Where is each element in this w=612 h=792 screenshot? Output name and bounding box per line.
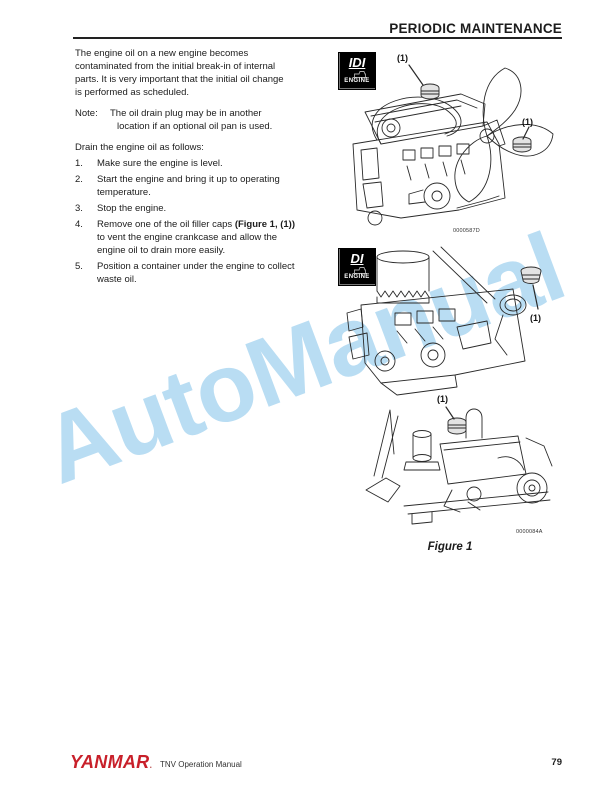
idi-badge-engine-label: ENGINE [344, 78, 370, 84]
step-number: 5. [75, 261, 83, 272]
list-item: 4. Remove one of the oil filler caps (Fi… [75, 218, 343, 257]
step-number: 1. [75, 158, 83, 169]
di-engine-badge: DI ENGINE [338, 248, 376, 286]
idi-engine-badge: IDI ENGINE [338, 52, 376, 90]
intro-text: Drain the engine oil as follows: [75, 142, 204, 153]
note-line: location if an optional oil pan is used. [117, 121, 273, 132]
figure-code: 0000587D [453, 228, 480, 234]
step-text-line: Position a container under the engine to… [97, 261, 295, 272]
idi-engine-figure [352, 64, 554, 226]
yanmar-logo: YANMAR. [70, 752, 152, 773]
header-divider [73, 37, 562, 39]
step-text-line: Remove one of the oil filler caps (Figur… [97, 218, 343, 231]
di-badge-label: DI [350, 251, 364, 266]
engine-icon [353, 71, 367, 78]
step-text-line: Make sure the engine is level. [97, 158, 223, 169]
step-text-line: waste oil. [97, 274, 137, 285]
steps-list: 1. Make sure the engine is level. 2. Sta… [75, 157, 343, 286]
note-line: The oil drain plug may be in another [110, 108, 262, 119]
step-text-segment: Remove one of the oil filler caps [97, 219, 235, 230]
paragraph-line: contaminated from the initial break-in o… [75, 61, 276, 72]
figure-code: 0000084A [516, 529, 543, 535]
page-number: 79 [551, 757, 562, 768]
yanmar-logo-text: YANMAR [70, 752, 150, 772]
step-text-line: engine oil to drain more easily. [97, 245, 226, 256]
list-item: 2. Start the engine and bring it up to o… [75, 173, 343, 199]
callout-label: (1) [397, 53, 408, 63]
note-block: Note: The oil drain plug may be in anoth… [75, 107, 343, 133]
paragraph-line: is performed as scheduled. [75, 87, 190, 98]
callout-label: (1) [437, 394, 448, 404]
callout-label: (1) [530, 313, 541, 323]
idi-badge-label: IDI [348, 55, 366, 70]
di-badge-engine-label: ENGINE [344, 274, 370, 280]
list-item: 5. Position a container under the engine… [75, 260, 343, 286]
step-text-line: to vent the engine crankcase and allow t… [97, 232, 278, 243]
callout-label: (1) [522, 117, 533, 127]
page-title: PERIODIC MAINTENANCE [389, 21, 562, 36]
note-text: The oil drain plug may be in another loc… [110, 107, 272, 133]
step-text-line: Start the engine and bring it up to oper… [97, 174, 280, 185]
engine-icon [353, 267, 367, 274]
step-number: 3. [75, 203, 83, 214]
step-number: 2. [75, 174, 83, 185]
figure-caption: Figure 1 [427, 541, 473, 553]
figure-reference: (Figure 1, (1)) [234, 219, 295, 230]
list-item: 3. Stop the engine. [75, 202, 343, 215]
step-text-line: temperature. [97, 187, 151, 198]
di-engine-figure [346, 246, 542, 396]
paragraph-line: The engine oil on a new engine becomes [75, 48, 249, 59]
note-label: Note: [75, 108, 98, 119]
step-text-line: Stop the engine. [97, 203, 167, 214]
body-text-column: The engine oil on a new engine becomes c… [75, 47, 343, 286]
paragraph-line: parts. It is very important that the ini… [75, 74, 284, 85]
trademark-dot: . [149, 760, 153, 770]
manual-title: TNV Operation Manual [160, 760, 242, 769]
step-number: 4. [75, 219, 83, 230]
list-item: 1. Make sure the engine is level. [75, 157, 343, 170]
engine-rear-figure [365, 406, 553, 525]
